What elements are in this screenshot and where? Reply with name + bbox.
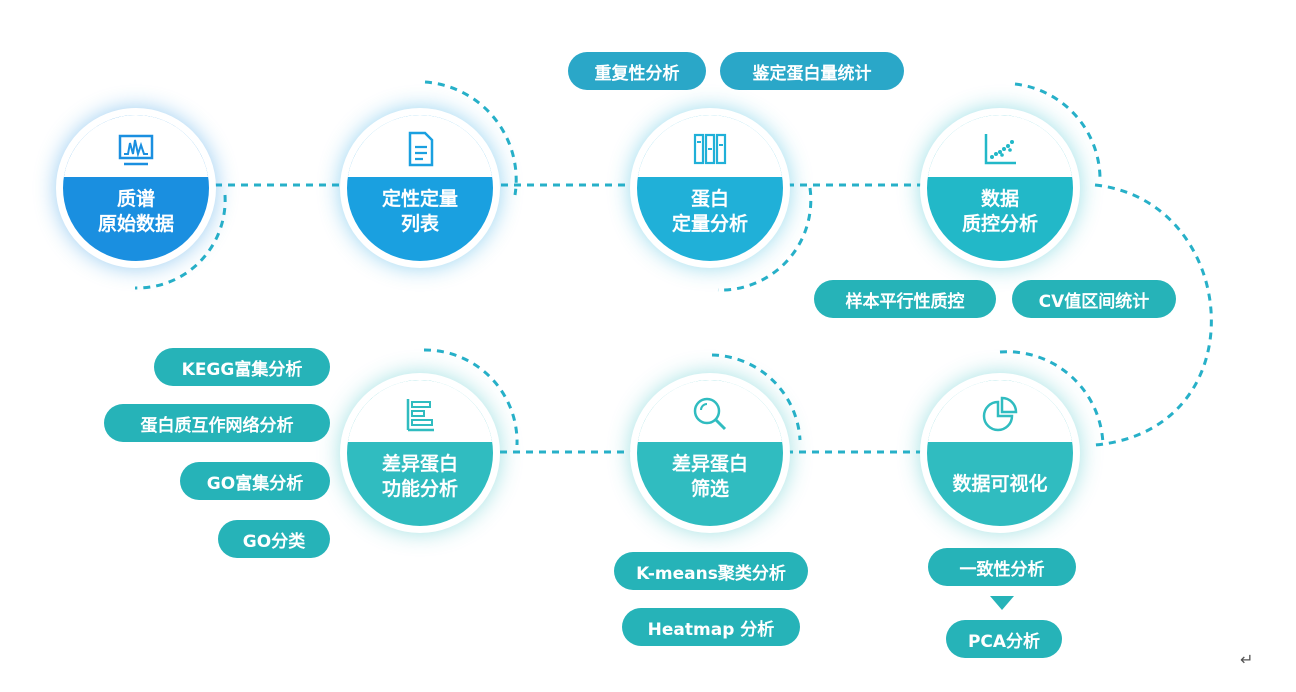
- node-label: 差异蛋白 功能分析: [347, 452, 493, 502]
- pill-go-class[interactable]: GO分类: [218, 520, 330, 558]
- pill-go-enrich[interactable]: GO富集分析: [180, 462, 330, 500]
- node-label: 蛋白 定量分析: [637, 187, 783, 237]
- arrow-down-icon: [990, 596, 1014, 610]
- return-mark: ↵: [1240, 650, 1254, 669]
- scatter-chart-icon: [984, 134, 1016, 165]
- pill-consistency[interactable]: 一致性分析: [928, 548, 1076, 586]
- arc-protein-quant: [717, 187, 813, 292]
- node-label-line2: 筛选: [690, 478, 729, 500]
- arc-data-qc: [1014, 82, 1102, 179]
- node-label: 差异蛋白 筛选: [637, 452, 783, 502]
- node-label-line1: 质谱: [116, 188, 155, 210]
- node-label: 定性定量 列表: [347, 187, 493, 237]
- node-diff-function[interactable]: 差异蛋白 功能分析: [340, 373, 500, 533]
- pill-cv-stats[interactable]: CV值区间统计: [1012, 280, 1176, 318]
- node-label-line2: 原始数据: [97, 213, 174, 235]
- node-label: 数据 质控分析: [927, 187, 1073, 237]
- node-diff-screen[interactable]: 差异蛋白 筛选: [630, 373, 790, 533]
- node-label: 数据可视化: [927, 472, 1073, 497]
- node-protein-quant[interactable]: 蛋白 定量分析: [630, 108, 790, 268]
- node-label-line1: 差异蛋白: [381, 453, 458, 475]
- spectrum-monitor-icon: [118, 134, 154, 166]
- pill-protein-stats[interactable]: 鉴定蛋白量统计: [720, 52, 904, 90]
- pill-kegg[interactable]: KEGG富集分析: [154, 348, 330, 386]
- pill-sample-qc[interactable]: 样本平行性质控: [814, 280, 996, 318]
- node-label: 质谱 原始数据: [63, 187, 209, 237]
- node-label-line2: 列表: [400, 213, 439, 235]
- bar-list-icon: [406, 399, 434, 432]
- node-label-line1: 定性定量: [381, 188, 458, 210]
- node-label-line1: 数据: [980, 188, 1019, 210]
- arc-quant-list: [424, 80, 518, 196]
- node-label-line1: 蛋白: [690, 188, 729, 210]
- node-data-qc[interactable]: 数据 质控分析: [920, 108, 1080, 268]
- pill-kmeans[interactable]: K-means聚类分析: [614, 552, 808, 590]
- node-label-line2: 功能分析: [381, 478, 458, 500]
- pill-pca[interactable]: PCA分析: [946, 620, 1062, 658]
- document-icon: [408, 131, 434, 167]
- arc-diff-function: [423, 348, 519, 446]
- pill-heatmap[interactable]: Heatmap 分析: [622, 608, 800, 646]
- magnifier-icon: [693, 397, 727, 431]
- pill-repeatability[interactable]: 重复性分析: [568, 52, 706, 90]
- connector-curve: [1094, 183, 1213, 447]
- node-label-line2: 定量分析: [671, 213, 748, 235]
- node-label-line2: 质控分析: [961, 213, 1038, 235]
- node-label-line1: 差异蛋白: [671, 453, 748, 475]
- node-label-line1: 数据可视化: [952, 473, 1048, 495]
- node-visualization[interactable]: 数据可视化: [920, 373, 1080, 533]
- pie-chart-icon: [982, 396, 1018, 432]
- arc-visualization: [999, 350, 1105, 446]
- node-raw-data[interactable]: 质谱 原始数据: [56, 108, 216, 268]
- node-quant-list[interactable]: 定性定量 列表: [340, 108, 500, 268]
- columns-icon: [693, 133, 727, 165]
- pill-ppi[interactable]: 蛋白质互作网络分析: [104, 404, 330, 442]
- arc-raw-data: [134, 194, 227, 290]
